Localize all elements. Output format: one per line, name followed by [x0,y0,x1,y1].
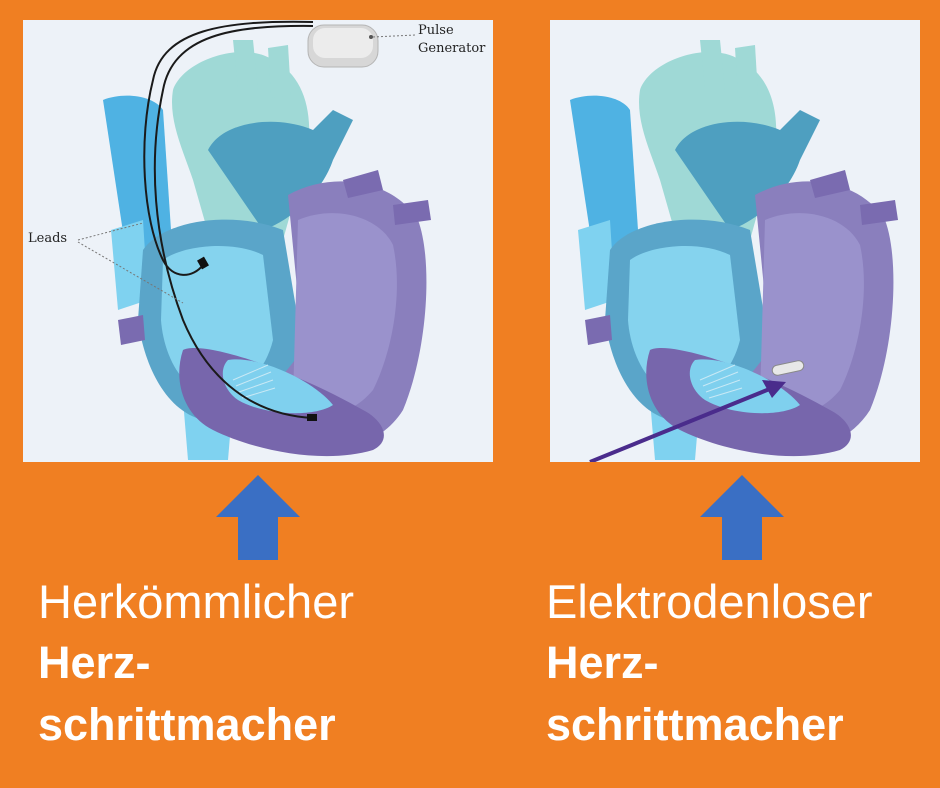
caption-line2: Herz- [38,637,151,688]
atrial-lead [143,20,314,276]
leadless-pacemaker-caption: Elektrodenloser Herz- schrittmacher [546,572,873,756]
heart-illustration [569,39,899,461]
arrow-up-icon [216,475,300,560]
conventional-pacemaker-illustration: Pulse Generator Leads [28,20,486,461]
caption-line3: schrittmacher [38,699,336,750]
conventional-pacemaker-caption: Herkömmlicher Herz- schrittmacher [38,572,354,756]
caption-line1: Herkömmlicher [38,575,354,628]
heart-illustration [102,39,432,461]
leadless-pacemaker-panel [550,20,920,462]
pulse-generator-label-line2: Generator [418,41,486,56]
pulse-generator-label-line1: Pulse [418,23,454,38]
conventional-pacemaker-panel: Pulse Generator Leads [23,20,493,462]
leadless-pacemaker-illustration [569,39,899,462]
caption-line2: Herz- [546,637,659,688]
ventricular-lead [153,24,314,419]
caption-line1: Elektrodenloser [546,575,873,628]
pointer-arrow [589,386,773,462]
arrow-up-icon [700,475,784,560]
leads-label: Leads [28,231,67,246]
caption-line3: schrittmacher [546,699,844,750]
leadless-pacemaker-capsule [771,360,805,376]
